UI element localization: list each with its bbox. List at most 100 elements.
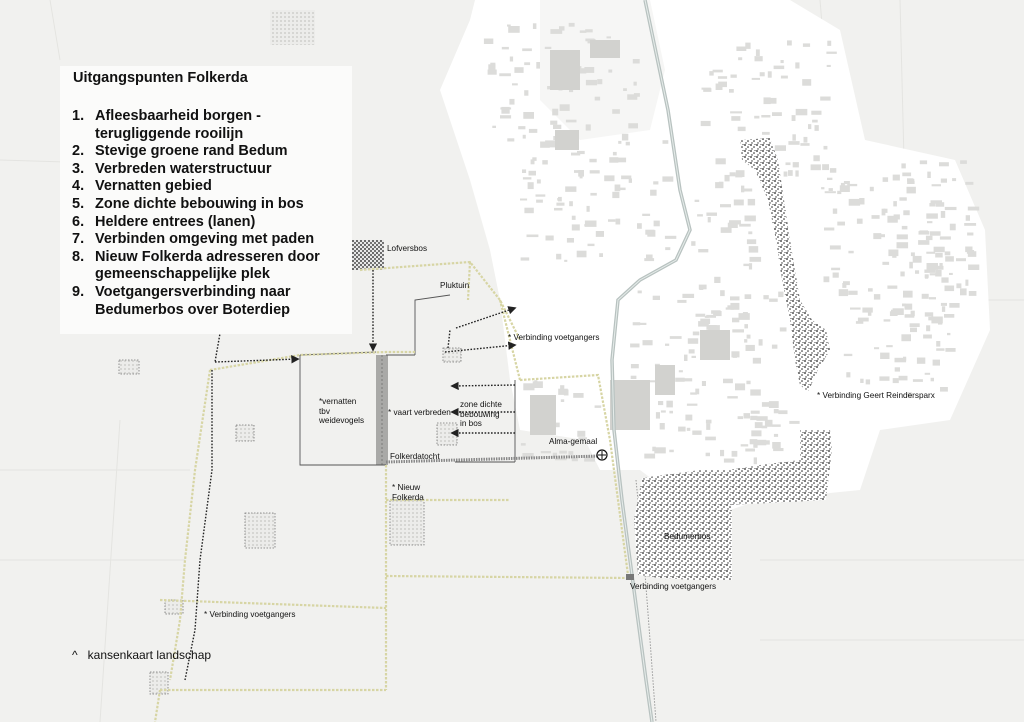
building	[723, 458, 735, 463]
building	[756, 416, 768, 421]
building	[829, 168, 837, 173]
building	[800, 143, 810, 146]
legend-item-number: 2.	[72, 143, 85, 160]
building	[860, 378, 864, 383]
building	[571, 224, 580, 231]
legend-item-number: 4.	[72, 178, 85, 195]
south-edge-forest	[728, 430, 832, 505]
building	[787, 40, 792, 46]
building	[508, 26, 520, 33]
building	[500, 115, 512, 119]
building	[552, 452, 557, 458]
building	[744, 339, 748, 343]
building	[930, 231, 941, 236]
building	[552, 108, 559, 116]
buildings	[483, 22, 980, 465]
building	[754, 422, 763, 429]
building	[559, 26, 565, 31]
building	[956, 283, 962, 289]
building	[930, 377, 934, 382]
building	[720, 204, 731, 208]
building	[612, 191, 620, 199]
building	[555, 422, 560, 428]
building	[792, 162, 799, 168]
label-vaart-verbreden: * vaart verbreden	[388, 408, 451, 417]
building	[705, 419, 712, 424]
building	[695, 313, 706, 317]
legend-item: 3.Verbreden waterstructuur	[72, 161, 355, 179]
building	[645, 229, 655, 235]
building	[924, 312, 934, 317]
building	[507, 138, 515, 142]
building	[553, 124, 562, 129]
building	[540, 141, 550, 148]
legend-item: 1.Afleesbaarheid borgen - terugliggende …	[72, 108, 355, 143]
building	[918, 240, 930, 245]
building	[584, 220, 597, 227]
building	[692, 430, 702, 435]
legend-item-text: Nieuw Folkerda adresseren door gemeensch…	[95, 248, 320, 283]
label-folkerdatocht: Folkerdatocht	[390, 452, 440, 461]
building	[843, 181, 850, 185]
building	[892, 174, 900, 181]
building	[909, 323, 920, 327]
building	[750, 389, 761, 396]
building	[544, 46, 552, 49]
building	[768, 401, 779, 408]
building	[945, 256, 954, 262]
building	[949, 272, 953, 275]
building	[944, 285, 955, 292]
building	[573, 393, 584, 398]
building	[767, 71, 772, 78]
building	[940, 178, 947, 183]
building	[729, 89, 734, 93]
building	[931, 184, 941, 187]
building	[892, 308, 904, 315]
building	[751, 430, 762, 437]
building	[523, 383, 535, 391]
building	[893, 214, 900, 220]
building	[824, 191, 836, 194]
building	[532, 157, 537, 161]
building	[896, 234, 908, 240]
building	[892, 252, 897, 258]
building	[856, 218, 863, 224]
building	[653, 181, 659, 185]
label-nieuw-folkerda: * Nieuw Folkerda	[392, 483, 424, 502]
building	[965, 246, 973, 253]
building	[608, 69, 613, 73]
building	[695, 388, 700, 395]
building	[932, 359, 940, 366]
building	[965, 279, 969, 286]
building	[730, 111, 742, 114]
building	[936, 348, 945, 351]
building	[840, 182, 845, 187]
building	[738, 57, 743, 61]
building	[669, 336, 682, 339]
building	[848, 250, 854, 254]
building	[754, 56, 763, 62]
building	[889, 311, 898, 316]
building	[630, 343, 640, 348]
building	[632, 322, 641, 326]
building	[646, 254, 653, 259]
vaart-verbreden	[376, 355, 388, 465]
building	[926, 263, 938, 270]
building	[597, 79, 603, 85]
building	[697, 214, 703, 217]
building	[755, 49, 760, 56]
building	[652, 295, 660, 300]
building	[903, 210, 910, 216]
building	[612, 151, 617, 156]
label-verbinding-voetgangers-1: * Verbinding voetgangers	[508, 333, 600, 342]
building	[584, 67, 595, 73]
label-bedumerbos: Bedumerbos	[664, 532, 711, 541]
building	[650, 189, 657, 196]
building	[577, 150, 585, 155]
building	[902, 172, 912, 177]
building	[589, 170, 600, 174]
building	[930, 200, 942, 204]
building	[714, 276, 721, 283]
building	[788, 170, 793, 176]
